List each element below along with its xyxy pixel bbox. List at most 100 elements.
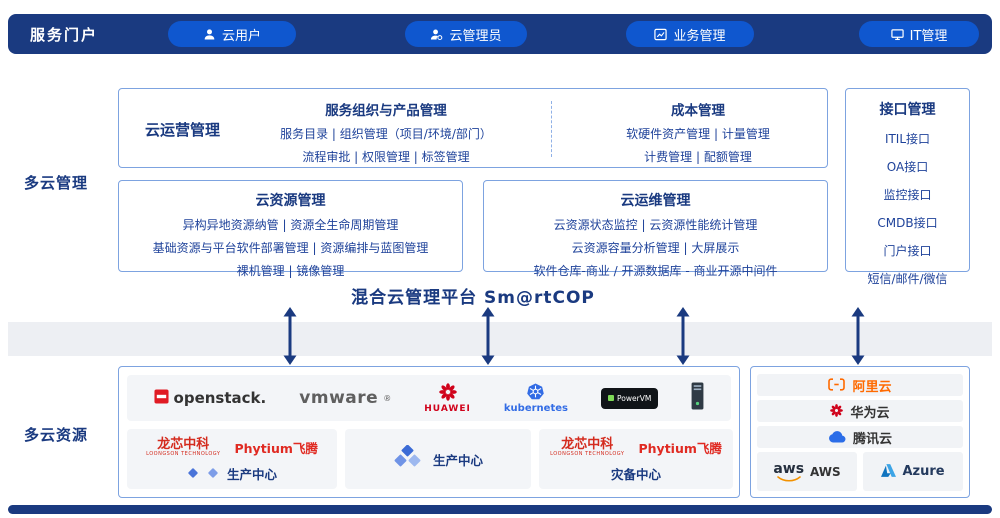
aws-label: AWS [810, 464, 841, 479]
powervm-wordmark: PowerVM [617, 393, 652, 403]
ops-line: 软件仓库-商业 / 开源数据库 - 商业开源中间件 [533, 264, 778, 278]
interface-management-title: 接口管理 [879, 102, 936, 118]
business-chart-icon [654, 28, 668, 41]
huawei-wordmark: HUAWEI [424, 403, 471, 414]
cost-management-section: 成本管理 软硬件资产管理 | 计量管理 计费管理 | 配额管理 [578, 99, 818, 165]
cloud-ops-box: 云运维管理 云资源状态监控 | 云资源性能统计管理 云资源容量分析管理 | 大屏… [483, 180, 828, 278]
azure-label: Azure [902, 464, 945, 479]
huawei-cloud-label: 华为云 [850, 405, 890, 421]
cloud-ops-title: 云运维管理 [620, 193, 691, 209]
ops-line: 云资源状态监控 | 云资源性能统计管理 [553, 218, 758, 232]
admin-user-icon [430, 28, 443, 41]
vendor-logo-strip: openstack. vmware ® HUAWEI kubernetes Pow… [127, 375, 731, 421]
center-name-row: 生产中心 [127, 464, 337, 483]
aws-logo: aws [773, 462, 804, 482]
portal-pill-label: IT管理 [909, 28, 948, 44]
resource-line: 基础资源与平台软件部署管理 | 资源编排与蓝图管理 [152, 241, 429, 255]
service-portal-label: 服务门户 [30, 25, 99, 44]
disaster-recovery-center: 龙芯中科 LOONGSON TECHNOLOGY Phytium飞腾 灾备中心 [539, 429, 733, 489]
multicloud-management-label: 多云管理 [24, 174, 89, 192]
center-name: 生产中心 [226, 467, 277, 482]
interface-management-box: 接口管理 ITIL接口 OA接口 监控接口 CMDB接口 门户接口 短信/邮件/… [845, 88, 970, 286]
vmware-wordmark: vmware [299, 388, 379, 408]
loongson-subtext: LOONGSON TECHNOLOGY [146, 451, 221, 457]
multicloud-resources-label: 多云资源 [24, 426, 89, 444]
alibaba-cloud-label: 阿里云 [852, 379, 892, 395]
service-line: 服务目录 | 组织管理（项目/环境/部门） [280, 127, 492, 141]
portal-pill-label: 云用户 [221, 28, 261, 44]
service-org-product-title: 服务组织与产品管理 [325, 103, 447, 119]
huawei-flower-icon [438, 382, 457, 404]
openstack-icon [154, 388, 169, 408]
powervm-screen-icon [608, 395, 615, 401]
cloud-operation-box: 云运营管理 服务组织与产品管理 服务目录 | 组织管理（项目/环境/部门） 流程… [118, 88, 828, 168]
portal-pill-cloud-user[interactable]: 云用户 [168, 21, 296, 47]
interface-item: CMDB接口 [877, 216, 938, 230]
interface-item: 监控接口 [883, 188, 932, 202]
portal-pill-cloud-admin[interactable]: 云管理员 [405, 21, 527, 47]
portal-pill-label: 业务管理 [673, 28, 726, 44]
huawei-flower-icon [830, 402, 844, 421]
alibaba-cloud-icon [828, 376, 846, 395]
service-portal-band: 服务门户 云用户 云管理员 业务管理 IT管理 [8, 14, 992, 54]
interface-item: OA接口 [886, 160, 929, 174]
cost-line: 软硬件资产管理 | 计量管理 [626, 127, 770, 141]
interface-item: ITIL接口 [884, 132, 931, 146]
resource-line: 裸机管理 | 镜像管理 [236, 264, 345, 278]
cloud-item-alibaba: 阿里云 [757, 374, 963, 396]
production-center-2: 生产中心 [345, 429, 531, 489]
openstack-logo: openstack. [154, 388, 266, 408]
center-name-row: 灾备中心 [539, 464, 733, 483]
cloud-resource-title: 云资源管理 [255, 193, 326, 209]
tencent-cloud-icon [828, 428, 846, 447]
portal-pill-label: 云管理员 [449, 28, 502, 44]
api-driven-band [8, 322, 992, 356]
cloud-item-tencent: 腾讯云 [757, 426, 963, 448]
interface-item: 门户接口 [883, 244, 932, 258]
kubernetes-wordmark: kubernetes [503, 402, 568, 414]
center-name: 灾备中心 [610, 467, 661, 482]
service-line: 流程审批 | 权限管理 | 标签管理 [302, 150, 470, 164]
platform-title: 混合云管理平台 Sm@rtCOP [351, 288, 595, 308]
resource-line: 异构异地资源纳管 | 资源全生命周期管理 [182, 218, 399, 232]
kubernetes-logo: kubernetes [504, 383, 568, 414]
brand-row: 龙芯中科 LOONGSON TECHNOLOGY Phytium飞腾 [539, 438, 733, 457]
chip-icon [207, 464, 219, 483]
phytium-logo: Phytium飞腾 [638, 441, 722, 456]
double-arrow-icon [281, 307, 299, 365]
cloud-operation-title: 云运营管理 [145, 120, 221, 139]
cloud-resource-box: 云资源管理 异构异地资源纳管 | 资源全生命周期管理 基础资源与平台软件部署管理… [118, 180, 463, 278]
cubes-icon [393, 444, 423, 473]
huawei-logo: HUAWEI [424, 382, 471, 414]
dashed-divider [551, 101, 552, 157]
portal-pill-business-management[interactable]: 业务管理 [626, 21, 754, 47]
vmware-logo: vmware ® [299, 388, 391, 408]
aws-wordmark: aws [773, 460, 805, 477]
public-clouds-box: 阿里云 华为云 腾讯云 aws AWS Azure [750, 366, 970, 498]
ops-line: 云资源容量分析管理 | 大屏展示 [571, 241, 740, 255]
server-tower-icon [691, 382, 704, 414]
aws-smile-icon [776, 475, 801, 482]
double-arrow-icon [849, 307, 867, 365]
brand-row: 龙芯中科 LOONGSON TECHNOLOGY Phytium飞腾 [127, 438, 337, 457]
loongson-wordmark: 龙芯中科 [157, 437, 210, 452]
azure-icon [881, 462, 897, 481]
powervm-logo: PowerVM [601, 387, 659, 409]
registered-mark: ® [383, 393, 392, 403]
cost-management-title: 成本管理 [671, 103, 725, 119]
user-icon [203, 28, 216, 41]
cost-line: 计费管理 | 配额管理 [644, 150, 752, 164]
cloud-item-azure: Azure [863, 452, 963, 491]
service-org-product-section: 服务组织与产品管理 服务目录 | 组织管理（项目/环境/部门） 流程审批 | 权… [226, 99, 546, 165]
interface-item: 短信/邮件/微信 [867, 272, 948, 286]
loongson-logo: 龙芯中科 LOONGSON TECHNOLOGY [550, 438, 624, 457]
loongson-wordmark: 龙芯中科 [561, 437, 614, 452]
bottom-accent-band [8, 505, 992, 514]
phytium-logo: Phytium飞腾 [234, 441, 318, 456]
loongson-subtext: LOONGSON TECHNOLOGY [550, 451, 625, 457]
portal-pill-it-management[interactable]: IT管理 [859, 21, 979, 47]
center-name: 生产中心 [432, 452, 483, 468]
monitor-icon [890, 28, 904, 41]
cloud-item-aws: aws AWS [757, 452, 857, 491]
